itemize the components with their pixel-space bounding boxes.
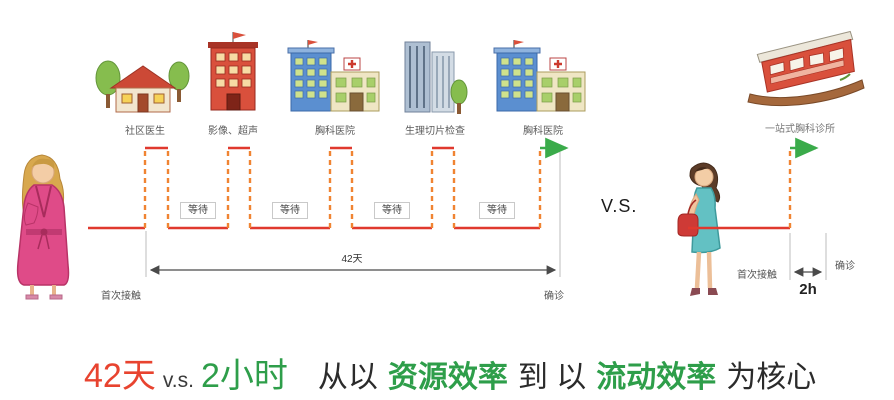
diagnosis-label-right: 确诊 bbox=[835, 261, 855, 272]
caption-middle: 到 以 bbox=[517, 361, 587, 394]
duration-2h-label: 2h bbox=[799, 281, 817, 298]
station-label-biopsy: 生理切片检查 bbox=[405, 126, 465, 137]
wait-label-3: 等待 bbox=[374, 202, 410, 219]
woman-teal-dress-icon bbox=[677, 162, 721, 296]
caption-prefix: 从以 bbox=[317, 361, 378, 394]
station-label-one-stop-clinic: 一站式胸科诊所 bbox=[765, 124, 835, 135]
diagnosis-label-left: 确诊 bbox=[544, 291, 564, 302]
caption-resource-efficiency: 资源效率 bbox=[387, 361, 508, 394]
caption-2-hours: 2小时 bbox=[200, 357, 288, 395]
building-chest-hospital-2 bbox=[492, 38, 590, 123]
caption-flow-efficiency: 流动效率 bbox=[596, 361, 717, 394]
building-community-doctor bbox=[95, 42, 190, 125]
caption-line: 42天 v.s. 2小时 从以 资源效率 到 以 流动效率 为核心 bbox=[84, 348, 816, 397]
first-contact-label-left: 首次接触 bbox=[101, 291, 141, 302]
left-span-arrow bbox=[145, 152, 561, 277]
station-label-community-doctor: 社区医生 bbox=[125, 126, 165, 137]
right-timeline-wave bbox=[688, 137, 827, 280]
wait-label-1: 等待 bbox=[180, 202, 216, 219]
caption-vs: v.s. bbox=[162, 369, 194, 392]
building-one-stop-clinic bbox=[740, 18, 868, 118]
versus-label: V.S. bbox=[601, 196, 638, 216]
wait-label-2: 等待 bbox=[272, 202, 308, 219]
span-42-days-label: 42天 bbox=[337, 250, 367, 265]
building-chest-hospital-1 bbox=[286, 38, 384, 123]
first-contact-label-right: 首次接触 bbox=[737, 270, 777, 281]
patient-woman-dress-illustration bbox=[664, 156, 739, 316]
caption-suffix: 为核心 bbox=[726, 361, 817, 394]
woman-pink-robe-icon bbox=[16, 154, 70, 300]
station-label-imaging: 影像、超声 bbox=[208, 126, 258, 137]
patient-woman-robe-illustration bbox=[4, 145, 94, 310]
station-label-chest-hospital-2: 胸科医院 bbox=[523, 126, 563, 137]
building-imaging-ultrasound bbox=[202, 30, 264, 121]
caption-42-days: 42天 bbox=[84, 357, 156, 395]
wait-label-4: 等待 bbox=[479, 202, 515, 219]
building-biopsy-lab bbox=[400, 32, 468, 123]
left-timeline-wave bbox=[88, 137, 569, 230]
station-label-chest-hospital-1: 胸科医院 bbox=[315, 126, 355, 137]
